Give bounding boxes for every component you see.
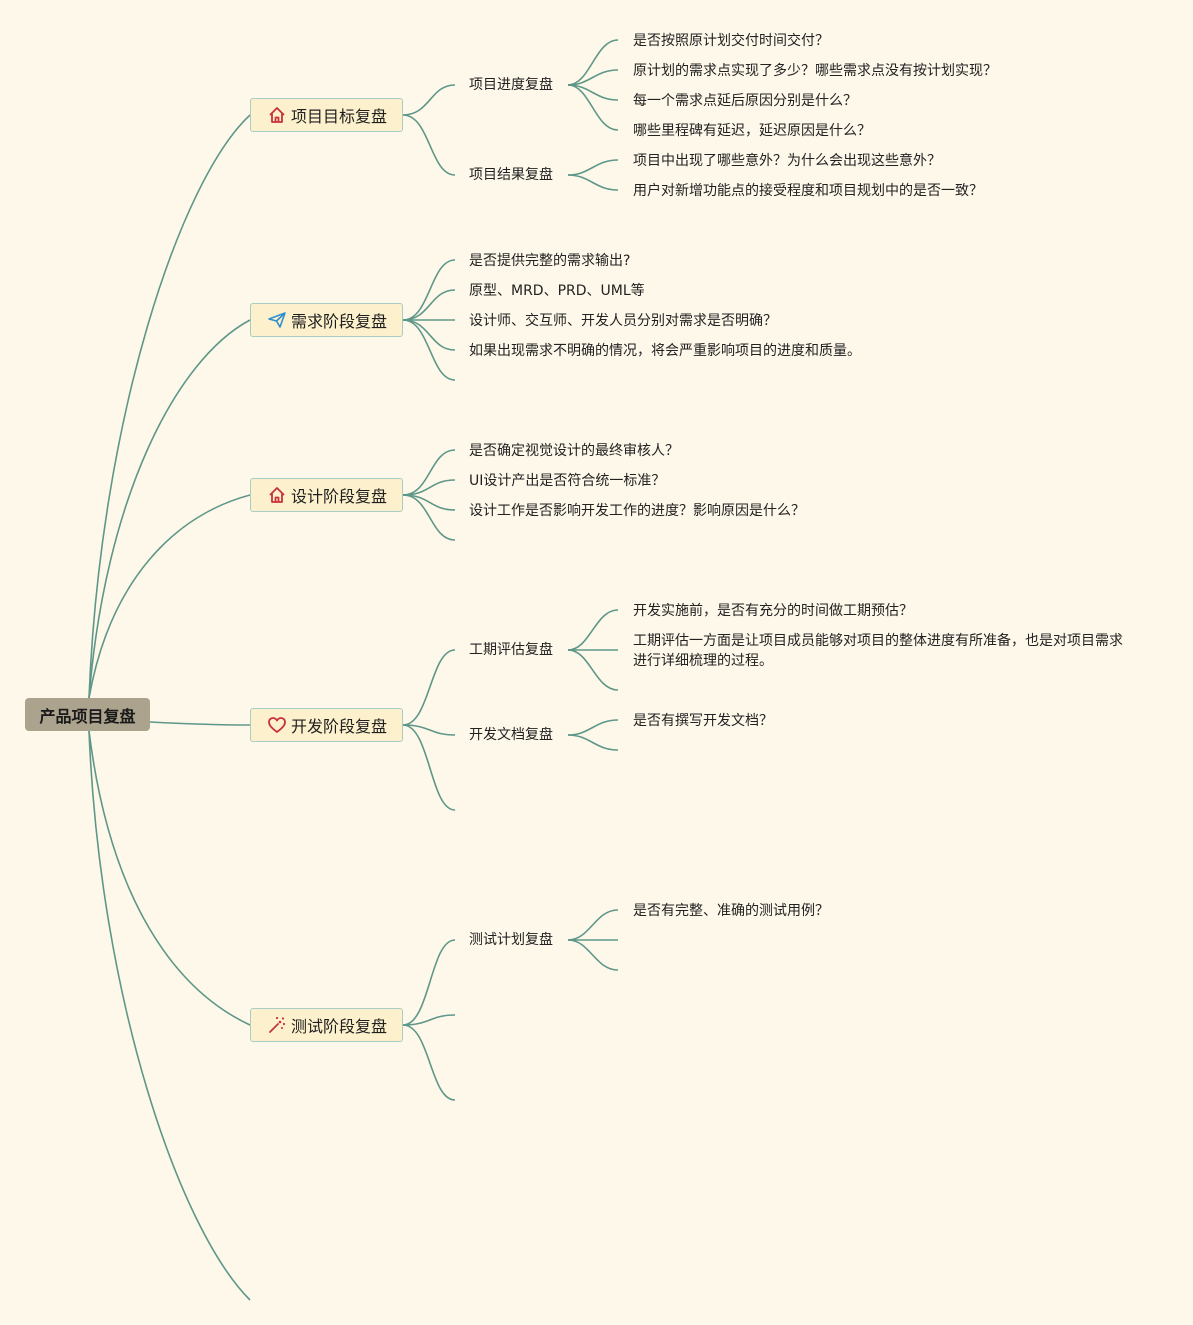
topic-label: 需求阶段复盘 [291, 312, 388, 331]
leaf-item[interactable]: 开发实施前，是否有充分的时间做工期预估？ [633, 603, 913, 619]
edge-root-branch-1 [88, 319, 251, 699]
leaf-item[interactable]: UI设计产出是否符合统一标准？ [469, 473, 666, 489]
edge-root-branch-3 [149, 721, 251, 726]
leaf-item[interactable]: 设计师、交互师、开发人员分别对需求是否明确？ [469, 313, 777, 329]
edge-root-branch-4 [88, 730, 251, 1026]
leaf-item[interactable]: 哪些里程碑有延迟，延迟原因是什么？ [633, 123, 871, 139]
leaf-item[interactable]: 是否提供完整的需求输出? [469, 253, 631, 269]
subtopic-estimate-review[interactable]: 工期评估复盘 [469, 642, 553, 658]
leaf-item[interactable]: 设计工作是否影响开发工作的进度？影响原因是什么？ [469, 503, 805, 519]
subtopic-test-plan-review[interactable]: 测试计划复盘 [469, 932, 553, 948]
topic-label: 开发阶段复盘 [291, 717, 388, 736]
subtopic-progress-review[interactable]: 项目进度复盘 [469, 77, 553, 93]
leaf-item[interactable]: 工期评估一方面是让项目成员能够对项目的整体进度有所准备，也是对项目需求进行详细梳… [633, 633, 1123, 669]
leaf-item[interactable]: 是否有撰写开发文档？ [633, 713, 773, 729]
topic-label: 设计阶段复盘 [291, 487, 388, 506]
leaf-item[interactable]: 是否有完整、准确的测试用例？ [633, 903, 829, 919]
heart-icon [267, 715, 287, 735]
leaf-item[interactable]: 是否确定视觉设计的最终审核人？ [469, 443, 679, 459]
leaf-item[interactable]: 是否按照原计划交付时间交付？ [633, 33, 829, 49]
magic-wand-icon [267, 1015, 287, 1035]
topic-project-goal-review[interactable]: 项目目标复盘 [250, 98, 403, 132]
leaf-item[interactable]: 项目中出现了哪些意外？为什么会出现这些意外？ [633, 153, 941, 169]
leaf-item[interactable]: 用户对新增功能点的接受程度和项目规划中的是否一致？ [633, 183, 983, 199]
leaf-item[interactable]: 每一个需求点延后原因分别是什么？ [633, 93, 857, 109]
topic-testing-review[interactable]: 测试阶段复盘 [250, 1008, 403, 1042]
paper-plane-icon [267, 310, 287, 330]
leaf-item[interactable]: 如果出现需求不明确的情况，将会严重影响项目的进度和质量。 [469, 343, 861, 359]
subtopic-result-review[interactable]: 项目结果复盘 [469, 167, 553, 183]
root-topic[interactable]: 产品项目复盘 [25, 698, 150, 731]
topic-requirements-review[interactable]: 需求阶段复盘 [250, 303, 403, 337]
edge-root-branch-0 [88, 114, 251, 699]
subtopic-dev-docs-review[interactable]: 开发文档复盘 [469, 727, 553, 743]
topic-label: 测试阶段复盘 [291, 1017, 388, 1036]
edge-root-branch-2 [88, 494, 251, 699]
home-icon [267, 485, 287, 505]
topic-development-review[interactable]: 开发阶段复盘 [250, 708, 403, 742]
edge-root-extra [88, 730, 251, 1301]
topic-label: 项目目标复盘 [291, 107, 388, 126]
leaf-item[interactable]: 原计划的需求点实现了多少？哪些需求点没有按计划实现？ [633, 63, 997, 79]
home-icon [267, 105, 287, 125]
topic-design-review[interactable]: 设计阶段复盘 [250, 478, 403, 512]
leaf-item[interactable]: 原型、MRD、PRD、UML等 [469, 283, 645, 299]
